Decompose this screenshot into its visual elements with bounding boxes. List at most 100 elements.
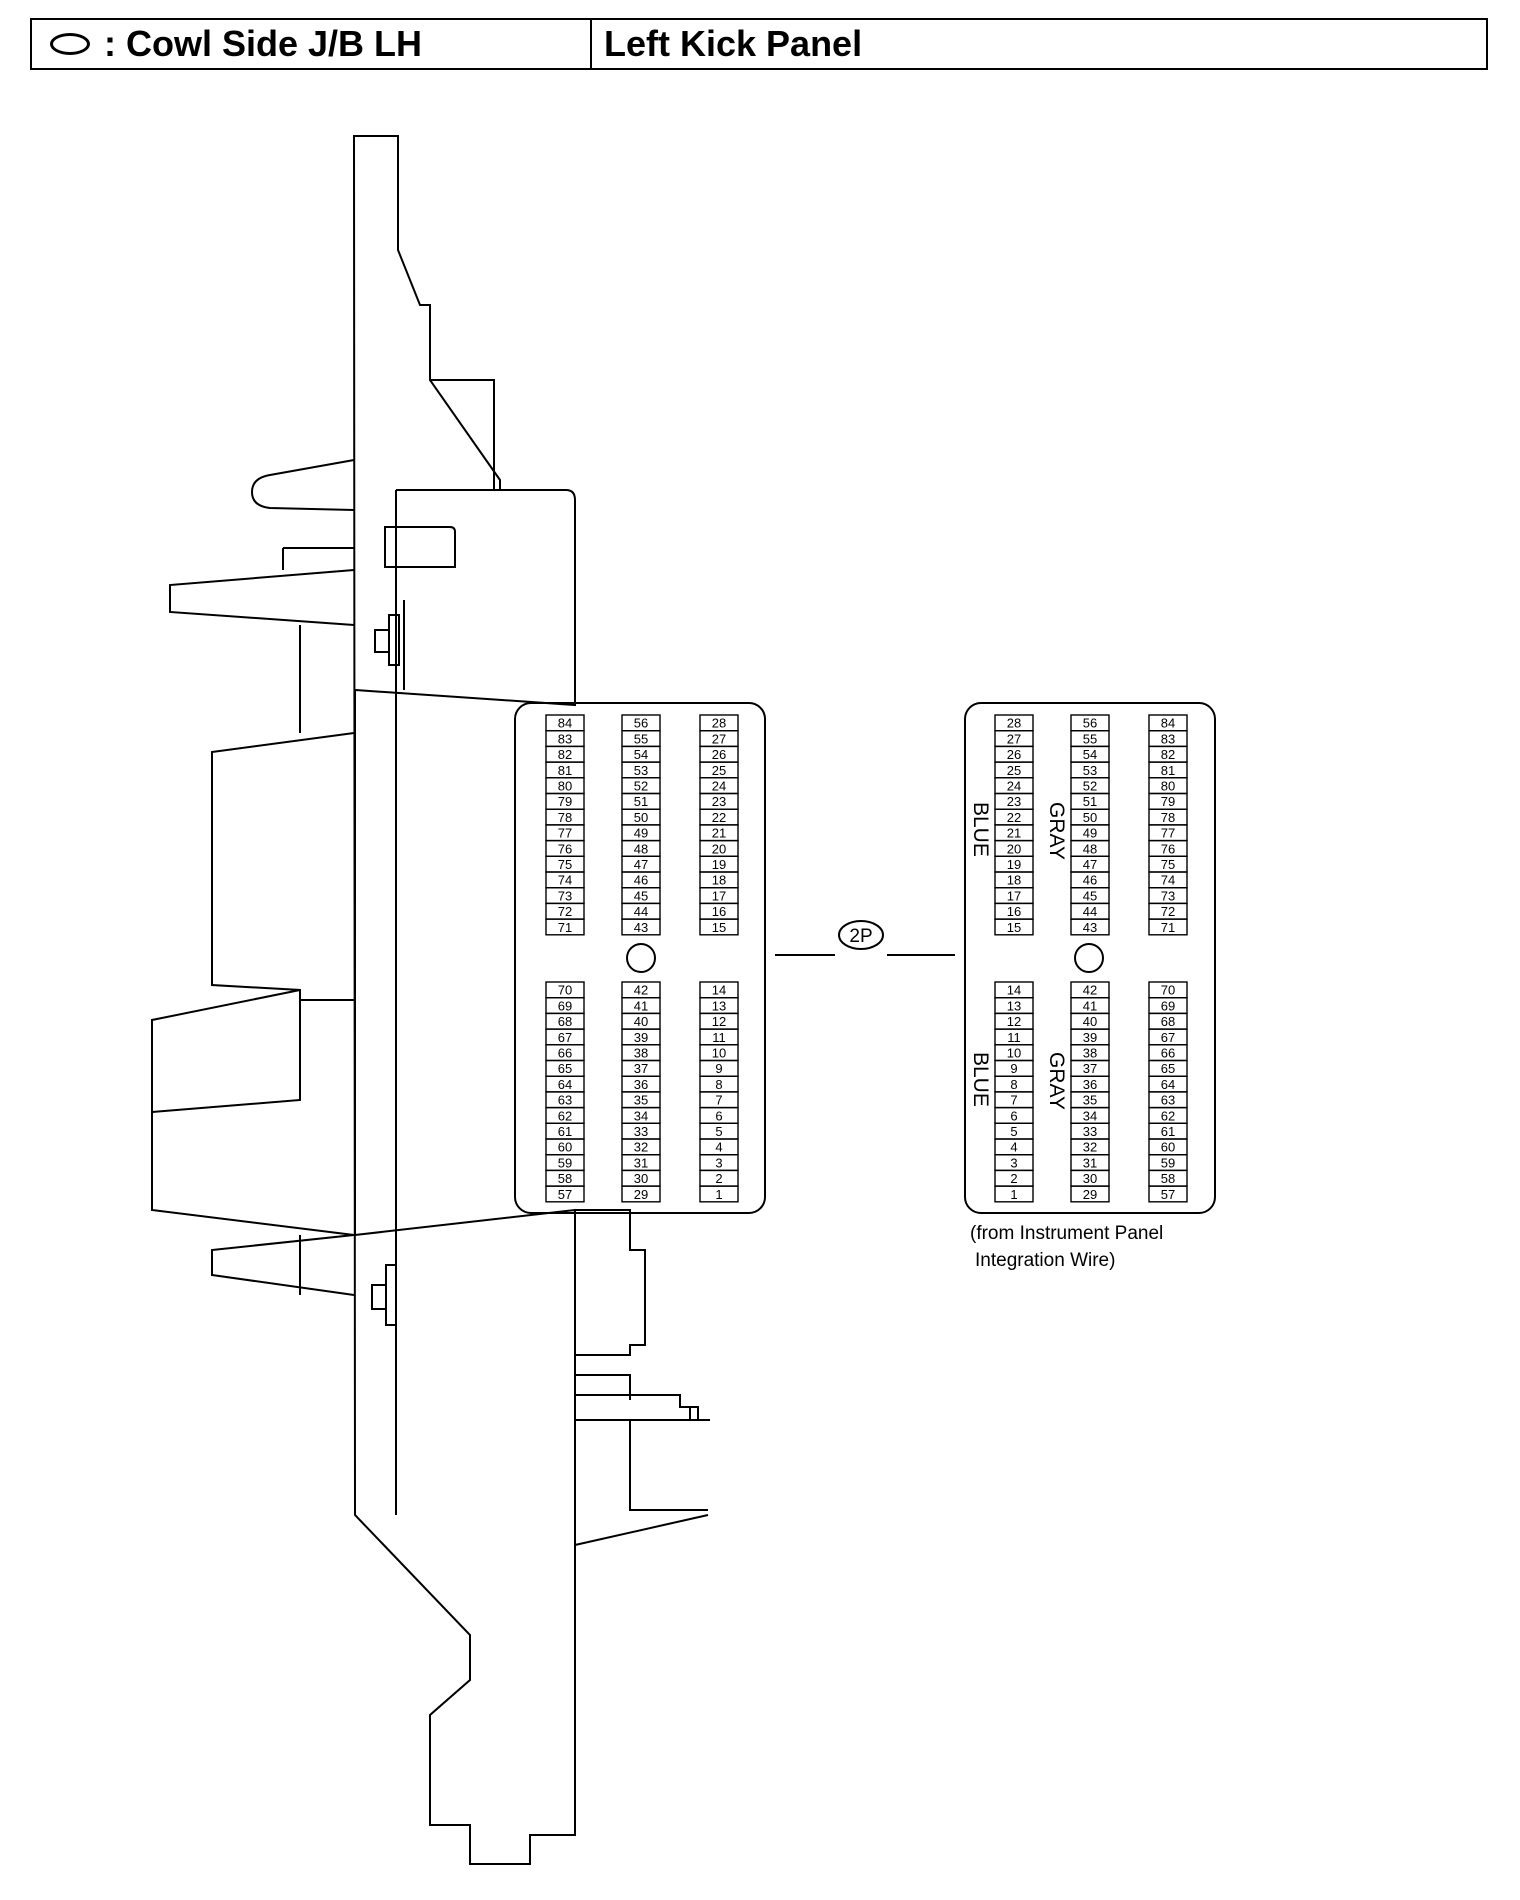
connector-id-badge: [838, 920, 884, 950]
pin-number: 70: [1161, 983, 1175, 998]
pin-number: 36: [1083, 1077, 1097, 1092]
pin-number: 7: [715, 1093, 722, 1108]
connector-id-label: 2P: [849, 926, 872, 947]
tab-3: [211, 732, 355, 1001]
pin-number: 1: [1010, 1187, 1017, 1202]
pin-number: 53: [634, 763, 648, 778]
pin-cell: [545, 1185, 585, 1203]
pin-number: 16: [712, 904, 726, 919]
pin-number: 27: [712, 731, 726, 746]
pin-number: 32: [634, 1140, 648, 1155]
pin-number: 62: [1161, 1108, 1175, 1123]
pin-number: 57: [1161, 1187, 1175, 1202]
pin-number: 18: [712, 873, 726, 888]
pin-number: 25: [1007, 763, 1021, 778]
pin-number: 26: [1007, 747, 1021, 762]
right-connector-key: [1074, 943, 1104, 973]
pin-number: 82: [558, 747, 572, 762]
pin-number: 75: [1161, 857, 1175, 872]
body-outline: [352, 135, 576, 1865]
pin-cell: [621, 1185, 661, 1203]
pin-number: 73: [1161, 888, 1175, 903]
pin-number: 79: [558, 794, 572, 809]
pin-number: 60: [558, 1140, 572, 1155]
pin-number: 67: [1161, 1030, 1175, 1045]
pin-number: 18: [1007, 873, 1021, 888]
pin-number: 50: [634, 810, 648, 825]
pin-number: 60: [1161, 1140, 1175, 1155]
pin-number: 74: [558, 873, 572, 888]
pin-number: 78: [1161, 810, 1175, 825]
pin-number: 78: [558, 810, 572, 825]
pin-number: 42: [1083, 983, 1097, 998]
pin-number: 64: [1161, 1077, 1175, 1092]
pin-number: 27: [1007, 731, 1021, 746]
lower-step-4: [574, 1514, 709, 1546]
pin-number: 1: [715, 1187, 722, 1202]
pin-number: 14: [712, 983, 726, 998]
pin-number: 17: [1007, 888, 1021, 903]
source-note-line1: (from Instrument Panel: [970, 1223, 1163, 1244]
pin-number: 16: [1007, 904, 1021, 919]
pin-number: 13: [1007, 998, 1021, 1013]
pin-number: 58: [558, 1171, 572, 1186]
pin-number: 34: [634, 1108, 648, 1123]
pin-number: 49: [634, 826, 648, 841]
pin-number: 29: [634, 1187, 648, 1202]
pin-number: 20: [1007, 841, 1021, 856]
pin-cell: [621, 918, 661, 936]
pin-cell: [1148, 1185, 1188, 1203]
pin-number: 25: [712, 763, 726, 778]
pin-number: 51: [1083, 794, 1097, 809]
pin-number: 24: [712, 779, 726, 794]
pin-number: 7: [1010, 1093, 1017, 1108]
pin-number: 4: [715, 1140, 722, 1155]
left-connector-key: [626, 943, 656, 973]
pin-number: 66: [558, 1046, 572, 1061]
pin-cell: [994, 918, 1034, 936]
pin-number: 19: [712, 857, 726, 872]
pin-number: 66: [1161, 1046, 1175, 1061]
pin-number: 54: [634, 747, 648, 762]
pin-number: 63: [558, 1093, 572, 1108]
pin-cell: [1148, 918, 1188, 936]
junction-block-body: [151, 135, 710, 1865]
header-title-cell: : Cowl Side J/B LH: [32, 20, 592, 68]
pin-number: 23: [1007, 794, 1021, 809]
pin-number: 6: [1010, 1108, 1017, 1123]
pin-number: 48: [1083, 841, 1097, 856]
pin-number: 21: [712, 826, 726, 841]
pin-number: 28: [712, 716, 726, 731]
pin-number: 57: [558, 1187, 572, 1202]
lower-bracket-tab: [689, 1407, 710, 1421]
pin-number: 19: [1007, 857, 1021, 872]
pin-number: 43: [634, 920, 648, 935]
source-note-line2: Integration Wire): [975, 1250, 1115, 1271]
pin-number: 31: [634, 1155, 648, 1170]
pin-number: 80: [558, 779, 572, 794]
pin-number: 23: [712, 794, 726, 809]
pin-number: 67: [558, 1030, 572, 1045]
pin-number: 30: [634, 1171, 648, 1186]
pin-number: 77: [1161, 826, 1175, 841]
pin-number: 64: [558, 1077, 572, 1092]
pin-number: 21: [1007, 826, 1021, 841]
pin-number: 34: [1083, 1108, 1097, 1123]
upper-step: [430, 379, 495, 490]
pin-number: 15: [712, 920, 726, 935]
pin-number: 68: [558, 1014, 572, 1029]
pin-number: 69: [558, 998, 572, 1013]
pin-number: 22: [712, 810, 726, 825]
pin-number: 5: [715, 1124, 722, 1139]
pin-number: 70: [558, 983, 572, 998]
pin-number: 5: [1010, 1124, 1017, 1139]
pin-number: 36: [634, 1077, 648, 1092]
pin-number: 35: [1083, 1093, 1097, 1108]
pin-number: 12: [1007, 1014, 1021, 1029]
pin-number: 9: [715, 1061, 722, 1076]
header-location-cell: Left Kick Panel: [592, 20, 1486, 68]
pin-number: 72: [558, 904, 572, 919]
pin-number: 61: [558, 1124, 572, 1139]
pin-number: 35: [634, 1093, 648, 1108]
pin-number: 77: [558, 826, 572, 841]
